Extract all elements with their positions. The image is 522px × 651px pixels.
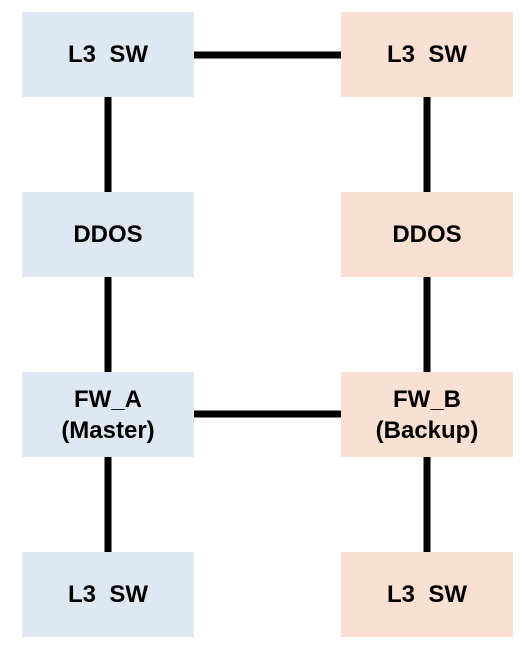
firewall-a-master: FW_A (Master) [22,372,194,457]
node-label: DDOS [392,221,462,248]
l3-switch-left-top: L3 SW [22,12,194,97]
node-label: L3 SW [386,581,467,608]
node-role-label: (Master) [61,416,155,444]
ddos-left: DDOS [22,192,194,277]
node-label: L3 SW [386,41,467,68]
l3-switch-left-bottom: L3 SW [22,552,194,637]
node-label: DDOS [73,221,143,248]
node-role-label: (Backup) [375,416,479,444]
l3-switch-right-top: L3 SW [341,12,513,97]
node-label: L3 SW [67,581,148,608]
firewall-b-backup: FW_B (Backup) [341,372,513,457]
node-label: FW_B [393,385,461,413]
l3-switch-right-bottom: L3 SW [341,552,513,637]
ddos-right: DDOS [341,192,513,277]
node-label: L3 SW [67,41,148,68]
node-label: FW_A [74,385,142,413]
